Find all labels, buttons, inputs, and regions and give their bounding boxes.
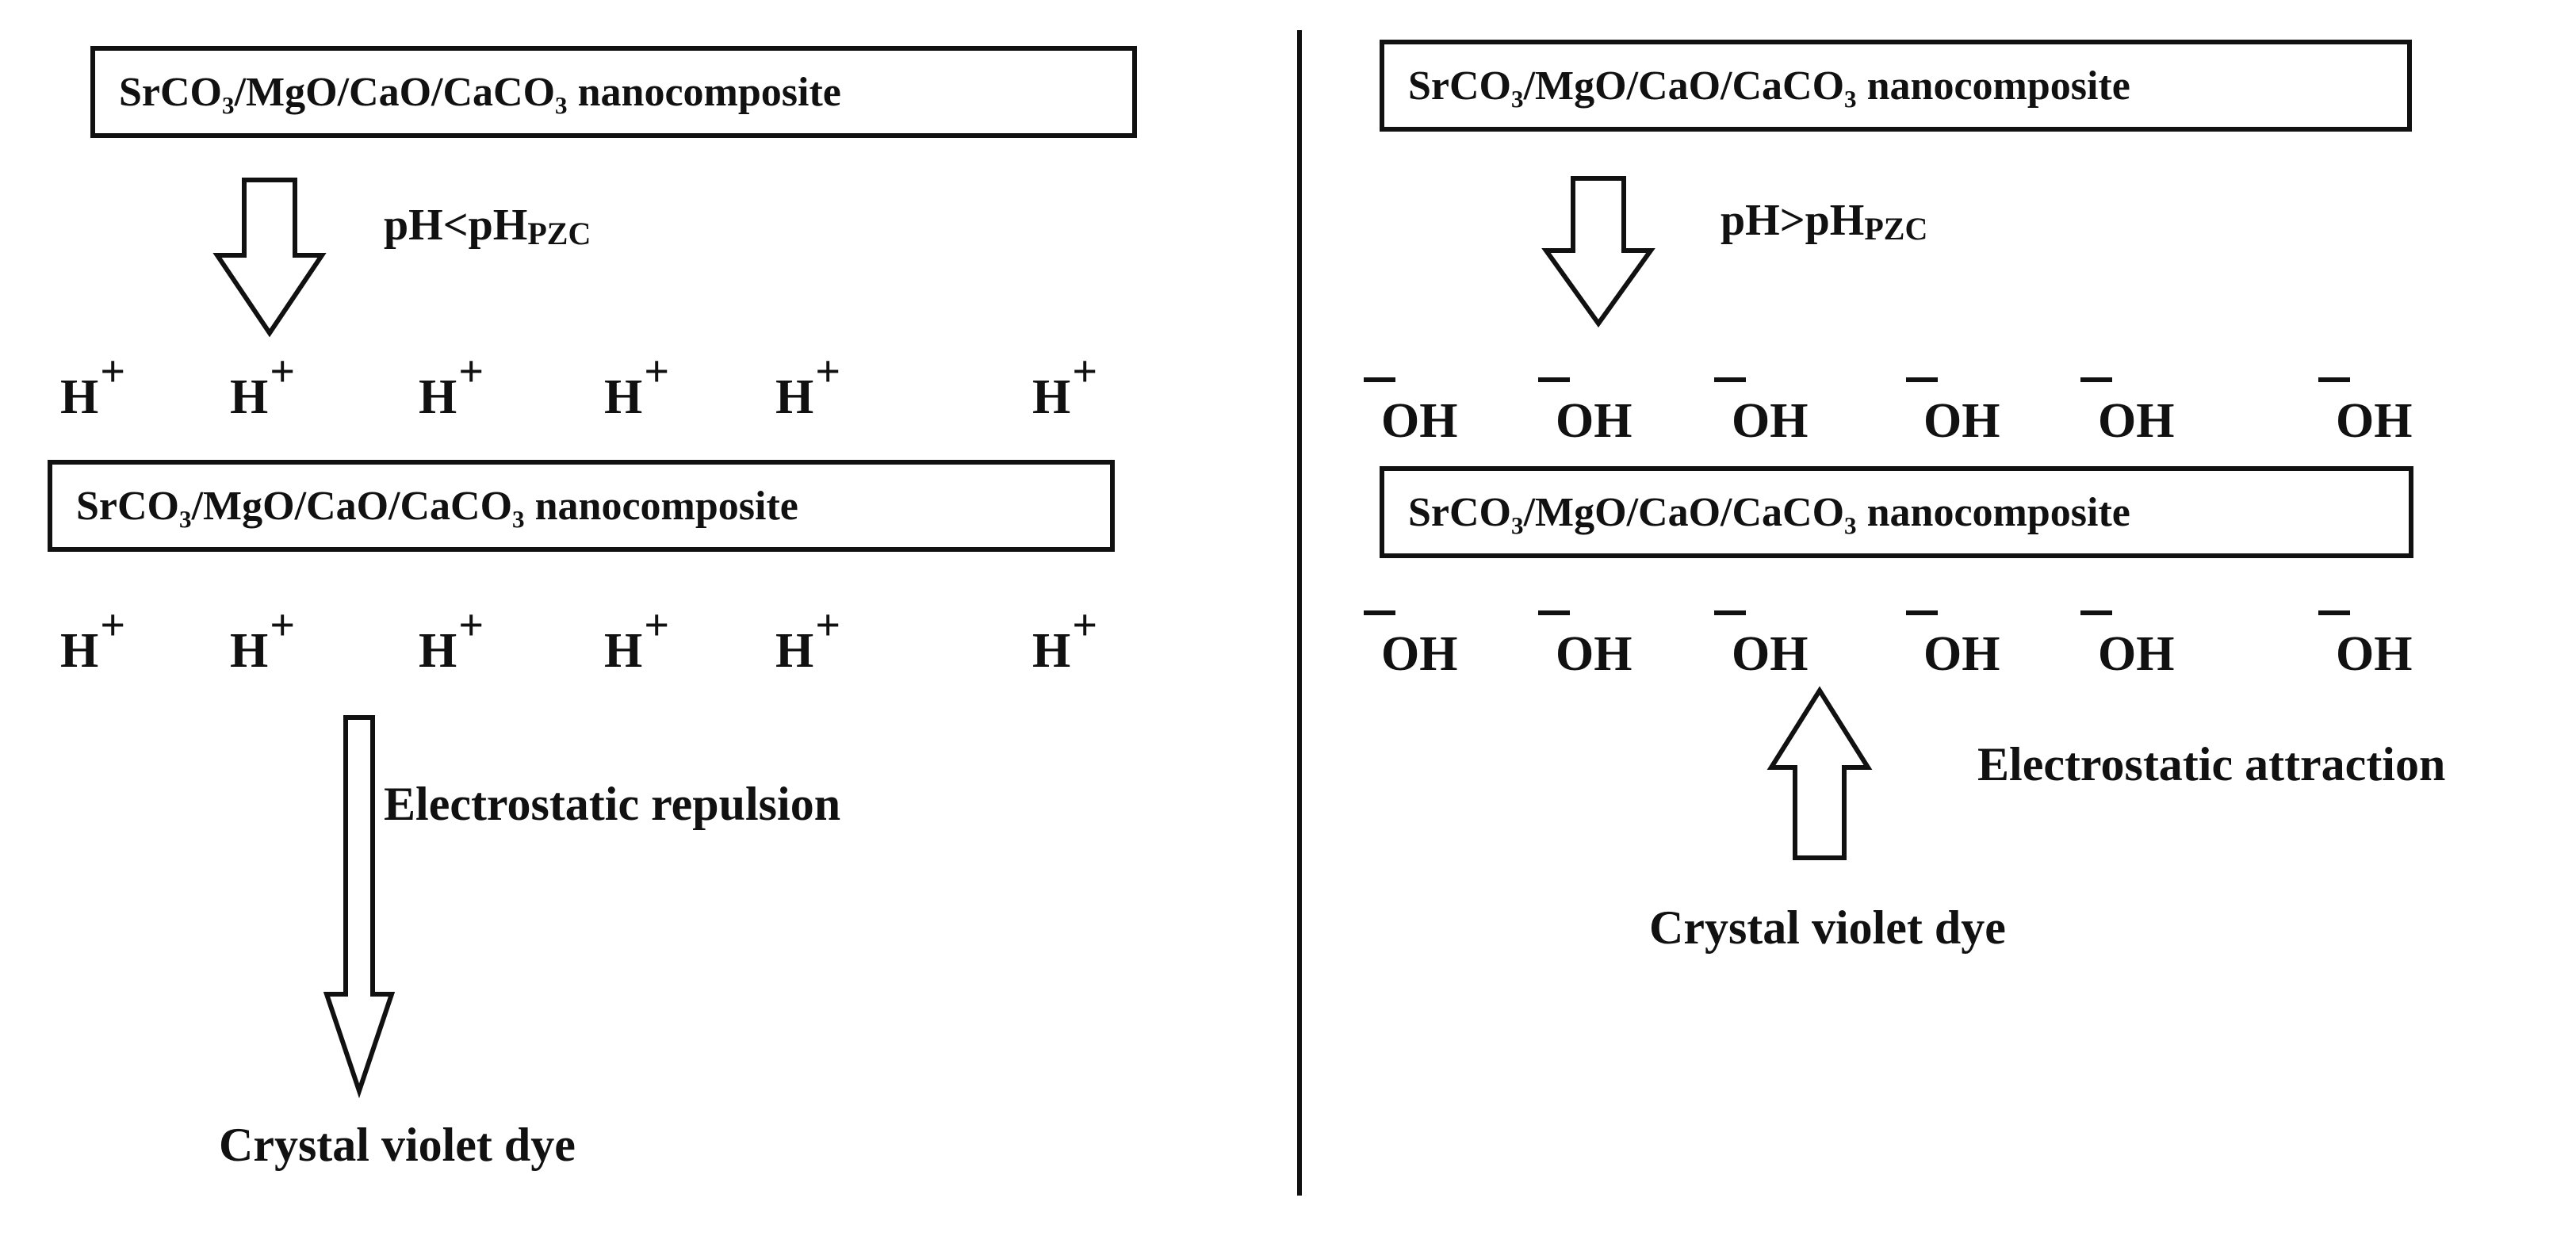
left-middle-box-label: SrCO₃/MgO/CaO/CaCO₃ nanocomposite [76, 483, 798, 529]
right-up-arrow-icon [1766, 686, 1873, 860]
minus-sign [2080, 610, 2112, 615]
minus-sign [1364, 377, 1395, 382]
left-long-down-arrow-icon [323, 715, 396, 1099]
proton-ion: H+ [1032, 347, 1098, 424]
proton-ion: H+ [60, 347, 126, 424]
minus-sign [1906, 377, 1938, 382]
proton-ion: H+ [60, 601, 126, 678]
minus-sign [1714, 377, 1746, 382]
left-middle-nanocomposite-box: SrCO₃/MgO/CaO/CaCO₃ nanocomposite [48, 460, 1115, 552]
proton-ion: H+ [604, 347, 670, 424]
minus-sign [1714, 610, 1746, 615]
proton-ion: H+ [419, 601, 484, 678]
right-middle-box-label: SrCO₃/MgO/CaO/CaCO₃ nanocomposite [1408, 489, 2130, 535]
minus-sign [2318, 377, 2350, 382]
right-ph-condition: pH>pHPZC [1721, 195, 1927, 247]
proton-ion: H+ [775, 601, 841, 678]
proton-ion: H+ [775, 347, 841, 424]
left-ph-condition: pH<pHPZC [384, 200, 591, 252]
proton-ion: H+ [230, 347, 296, 424]
right-dye-label: Crystal violet dye [1649, 901, 2006, 954]
left-ph-condition-base: pH<pH [384, 201, 528, 250]
left-down-arrow-icon [212, 178, 327, 338]
right-ph-condition-sub: PZC [1864, 211, 1928, 247]
left-top-nanocomposite-box: SrCO₃/MgO/CaO/CaCO₃ nanocomposite [90, 46, 1137, 138]
minus-sign [2318, 610, 2350, 615]
left-top-box-label: SrCO₃/MgO/CaO/CaCO₃ nanocomposite [119, 69, 841, 115]
minus-sign [1538, 610, 1570, 615]
right-top-nanocomposite-box: SrCO₃/MgO/CaO/CaCO₃ nanocomposite [1380, 40, 2412, 132]
proton-ion: H+ [419, 347, 484, 424]
proton-ion: H+ [604, 601, 670, 678]
minus-sign [1906, 610, 1938, 615]
minus-sign [1538, 377, 1570, 382]
minus-sign [2080, 377, 2112, 382]
right-middle-nanocomposite-box: SrCO₃/MgO/CaO/CaCO₃ nanocomposite [1380, 466, 2413, 558]
right-top-box-label: SrCO₃/MgO/CaO/CaCO₃ nanocomposite [1408, 63, 2130, 109]
right-ph-condition-base: pH>pH [1721, 196, 1865, 245]
right-panel-basic: SrCO₃/MgO/CaO/CaCO₃ nanocomposite pH>pHP… [1316, 0, 2576, 1236]
left-panel-acidic: SrCO₃/MgO/CaO/CaCO₃ nanocomposite pH<pHP… [0, 0, 1284, 1236]
panel-divider [1297, 30, 1302, 1196]
right-interaction-label: Electrostatic attraction [1977, 738, 2446, 790]
left-ph-condition-sub: PZC [527, 216, 591, 251]
left-dye-label: Crystal violet dye [219, 1119, 576, 1171]
right-down-arrow-icon [1541, 176, 1655, 328]
proton-ion: H+ [1032, 601, 1098, 678]
minus-sign [1364, 610, 1395, 615]
proton-ion: H+ [230, 601, 296, 678]
left-interaction-label: Electrostatic repulsion [384, 778, 841, 830]
